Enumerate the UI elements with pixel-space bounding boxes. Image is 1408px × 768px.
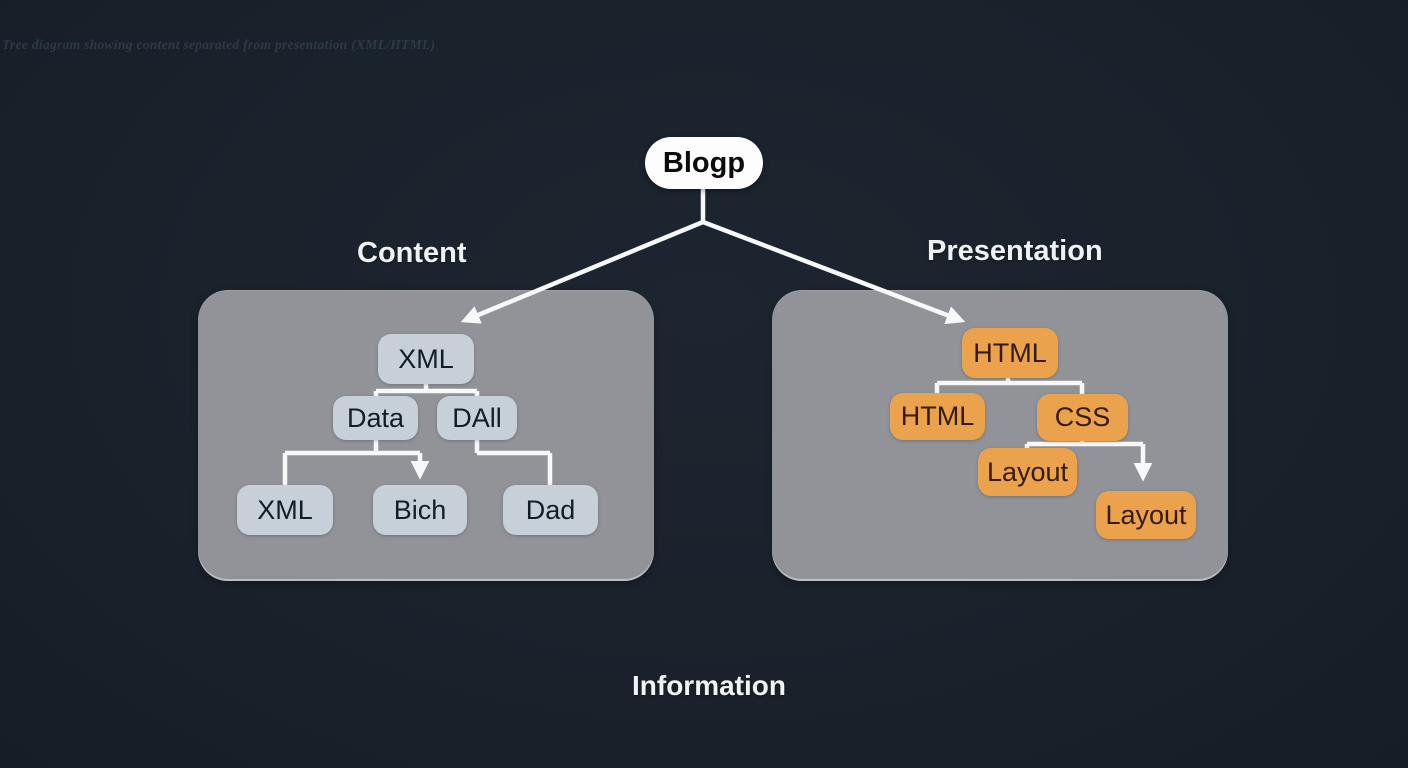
presentation-heading: Presentation <box>927 235 1103 267</box>
node-presentation-html-leaf: HTML <box>890 393 985 440</box>
content-heading: Content <box>357 237 467 269</box>
node-presentation-layout-1: Layout <box>978 448 1077 496</box>
node-presentation-layout-2: Layout <box>1096 491 1196 539</box>
node-content-dall: DAll <box>437 396 517 440</box>
node-presentation-html-root: HTML <box>962 328 1058 378</box>
node-presentation-css: CSS <box>1037 394 1128 441</box>
node-content-dad: Dad <box>503 485 598 535</box>
diagram-caption: Tree diagram showing content separated f… <box>2 37 436 52</box>
node-content-xml-leaf: XML <box>237 485 333 535</box>
information-label: Information <box>632 670 786 701</box>
node-content-bich: Bich <box>373 485 467 535</box>
node-content-data: Data <box>333 396 418 440</box>
node-blogp-root: Blogp <box>645 137 763 189</box>
node-content-xml-root: XML <box>378 334 474 384</box>
